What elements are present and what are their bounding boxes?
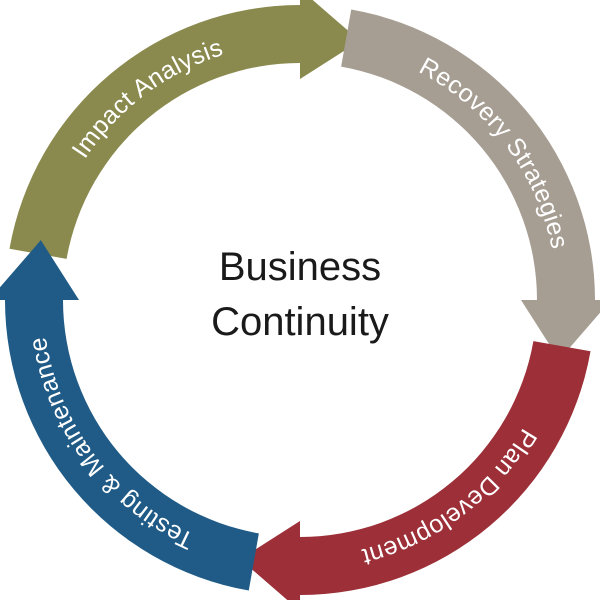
center-title-line1: Business <box>218 245 382 289</box>
arrow-impact-analysis <box>9 0 360 259</box>
arrow-testing-maintenance <box>0 240 259 591</box>
arrow-recovery-strategies <box>341 9 600 360</box>
arrow-plan-development <box>240 341 591 600</box>
segment-impact-analysis: Impact Analysis <box>9 0 360 259</box>
segment-testing-maintenance: Testing & Maintenance <box>0 240 259 591</box>
center-title-line2: Continuity <box>211 300 389 344</box>
segment-plan-development: Plan Development <box>240 341 591 600</box>
